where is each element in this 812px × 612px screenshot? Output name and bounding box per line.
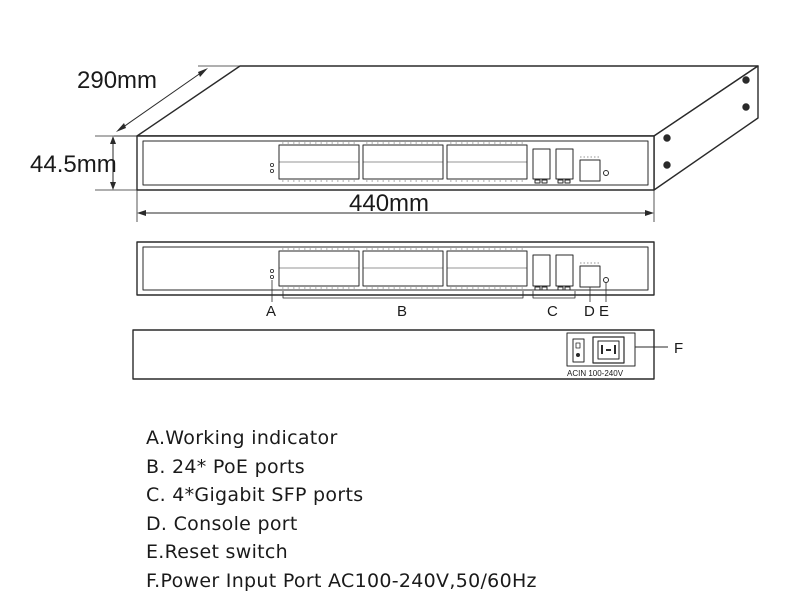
power-module xyxy=(566,332,636,367)
callout-d: D xyxy=(584,303,595,320)
legend-item-f: F.Power Input Port AC100-240V,50/60Hz xyxy=(146,569,537,592)
switch-front-face xyxy=(136,135,655,191)
legend-item-a: A.Working indicator xyxy=(146,427,338,449)
depth-label: 290mm xyxy=(77,67,157,94)
callout-f: F xyxy=(674,340,683,357)
callout-a: A xyxy=(266,303,276,320)
legend-item-c: C. 4*Gigabit SFP ports xyxy=(146,484,364,506)
callout-e: E xyxy=(599,303,609,320)
side-screw xyxy=(742,103,750,111)
led-icon xyxy=(269,162,274,167)
reset-switch-icon xyxy=(603,277,609,283)
led-icon xyxy=(269,168,274,173)
legend-item-b: B. 24* PoE ports xyxy=(146,455,305,478)
callout-c: C xyxy=(547,303,558,320)
callout-leaders xyxy=(271,280,607,302)
component-legend: A.Working indicator B. 24* PoE ports C. … xyxy=(146,424,537,595)
sfp-port-block xyxy=(532,148,574,184)
poe-port-block xyxy=(278,144,528,180)
width-dimension-line xyxy=(136,190,655,222)
power-switch-icon xyxy=(572,338,585,363)
working-indicator-led xyxy=(269,274,274,279)
console-port xyxy=(579,159,601,182)
reset-switch-icon xyxy=(603,170,609,176)
switch-front-panel xyxy=(136,241,655,302)
side-screw xyxy=(742,76,750,84)
side-screw xyxy=(663,134,671,142)
power-socket-icon xyxy=(592,336,625,364)
sfp-port-block xyxy=(532,254,574,291)
callout-b: B xyxy=(397,303,407,320)
power-input-label: ACIN 100-240V xyxy=(567,369,624,378)
width-label: 440mm xyxy=(349,190,429,217)
switch-rear-panel xyxy=(132,329,668,380)
poe-port-block xyxy=(278,250,528,287)
side-screw xyxy=(663,161,671,169)
switch-top-face xyxy=(136,65,759,137)
height-dimension-line xyxy=(95,135,137,191)
legend-item-e: E.Reset switch xyxy=(146,541,289,563)
legend-item-d: D. Console port xyxy=(146,512,298,535)
switch-3d-view xyxy=(136,65,759,191)
height-label: 44.5mm xyxy=(30,151,117,178)
working-indicator-led xyxy=(269,268,274,273)
